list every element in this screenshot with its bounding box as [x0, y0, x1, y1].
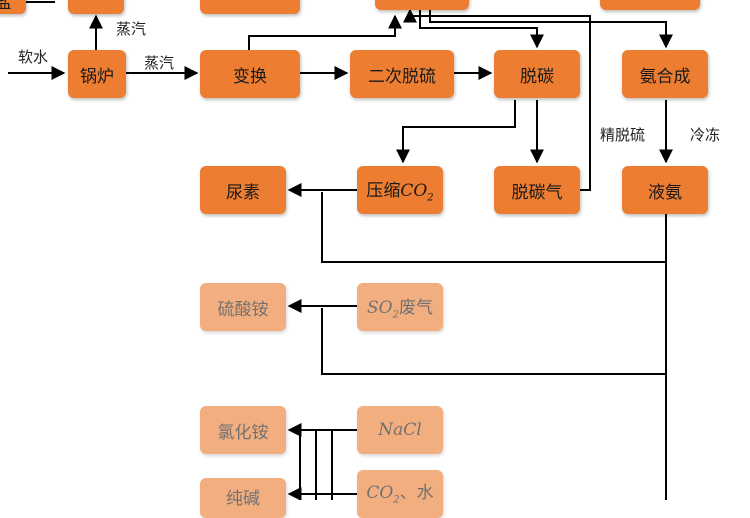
fine-desulfurization-label: 精脱硫: [600, 126, 646, 144]
ammonia-synthesis-label: 氨合成: [639, 66, 691, 87]
so2-waste-label: SO2废气: [367, 293, 433, 320]
compressed-co2-label: 压缩CO2: [366, 176, 433, 203]
co2-water-label: CO2、水: [366, 478, 433, 505]
liquid-ammonia-label: 液氨: [648, 182, 682, 203]
ammonium-chloride-label: 氯化铵: [217, 422, 269, 443]
steam-up-label: 蒸汽: [116, 20, 147, 38]
steam-right-label: 蒸汽: [144, 54, 175, 72]
decarbonization-label: 脱碳: [520, 66, 554, 87]
compressed-co2-chem: CO: [400, 181, 428, 202]
co2-water-chem: CO: [366, 483, 394, 503]
compressed-co2-box: 压缩CO2: [357, 166, 443, 214]
nacl-label: NaCl: [378, 420, 422, 440]
decarb-gas-feedback-line: [403, 8, 591, 191]
top-left-box-2: [68, 0, 124, 14]
top-box-left: [200, 0, 300, 14]
so2-waste-sub: 2: [392, 309, 399, 321]
top-box-center: [375, 0, 469, 10]
decarbonization-box: 脱碳: [494, 50, 580, 98]
urea-box: 尿素: [200, 166, 286, 214]
shift-feedback-line: [248, 14, 402, 50]
co2-water-suffix: 、水: [399, 483, 434, 503]
ammonium-sulfate-box: 硫酸铵: [200, 283, 286, 331]
so2-waste-box: SO2废气: [357, 283, 443, 331]
secondary-desulfurization-label: 二次脱硫: [368, 66, 436, 87]
compressed-co2-prefix: 压缩: [366, 181, 401, 202]
soda-ash-label: 纯碱: [226, 489, 260, 509]
urea-label: 尿素: [226, 182, 260, 203]
top-box-right: [600, 0, 700, 10]
boiler-label: 锅炉: [80, 66, 114, 87]
ammonium-chloride-box: 氯化铵: [200, 406, 286, 454]
flow-connectors: [0, 1, 673, 500]
ammonium-sulfate-label: 硫酸铵: [217, 299, 269, 320]
ammonia-distribution-line: [321, 192, 667, 263]
co2-water-box: CO2、水: [357, 470, 443, 518]
top-to-decarb-line: [419, 10, 544, 49]
soda-ash-box: 纯碱: [200, 478, 286, 518]
ammonia-synthesis-box: 氨合成: [622, 50, 708, 98]
shift-label: 变换: [233, 66, 267, 87]
compressed-co2-sub: 2: [427, 192, 434, 204]
so2-waste-suffix: 废气: [398, 298, 433, 319]
ammonia-to-sulfate-line: [321, 308, 666, 375]
shift-box: 变换: [200, 50, 300, 98]
so2-waste-chem: SO: [367, 298, 393, 319]
decarbonized-gas-label: 脱碳气: [511, 182, 563, 203]
nacl-box: NaCl: [357, 406, 443, 454]
freezing-label: 冷冻: [690, 126, 721, 144]
soft-water-label: 软水: [18, 48, 49, 66]
liquid-ammonia-box: 液氨: [622, 166, 708, 214]
decarb-to-co2-line: [396, 100, 516, 164]
top-left-box: 盐: [0, 0, 26, 14]
decarbonized-gas-box: 脱碳气: [494, 166, 580, 214]
boiler-box: 锅炉: [68, 50, 126, 98]
secondary-desulfurization-box: 二次脱硫: [350, 50, 454, 98]
top-left-box-label: 盐: [0, 0, 12, 13]
